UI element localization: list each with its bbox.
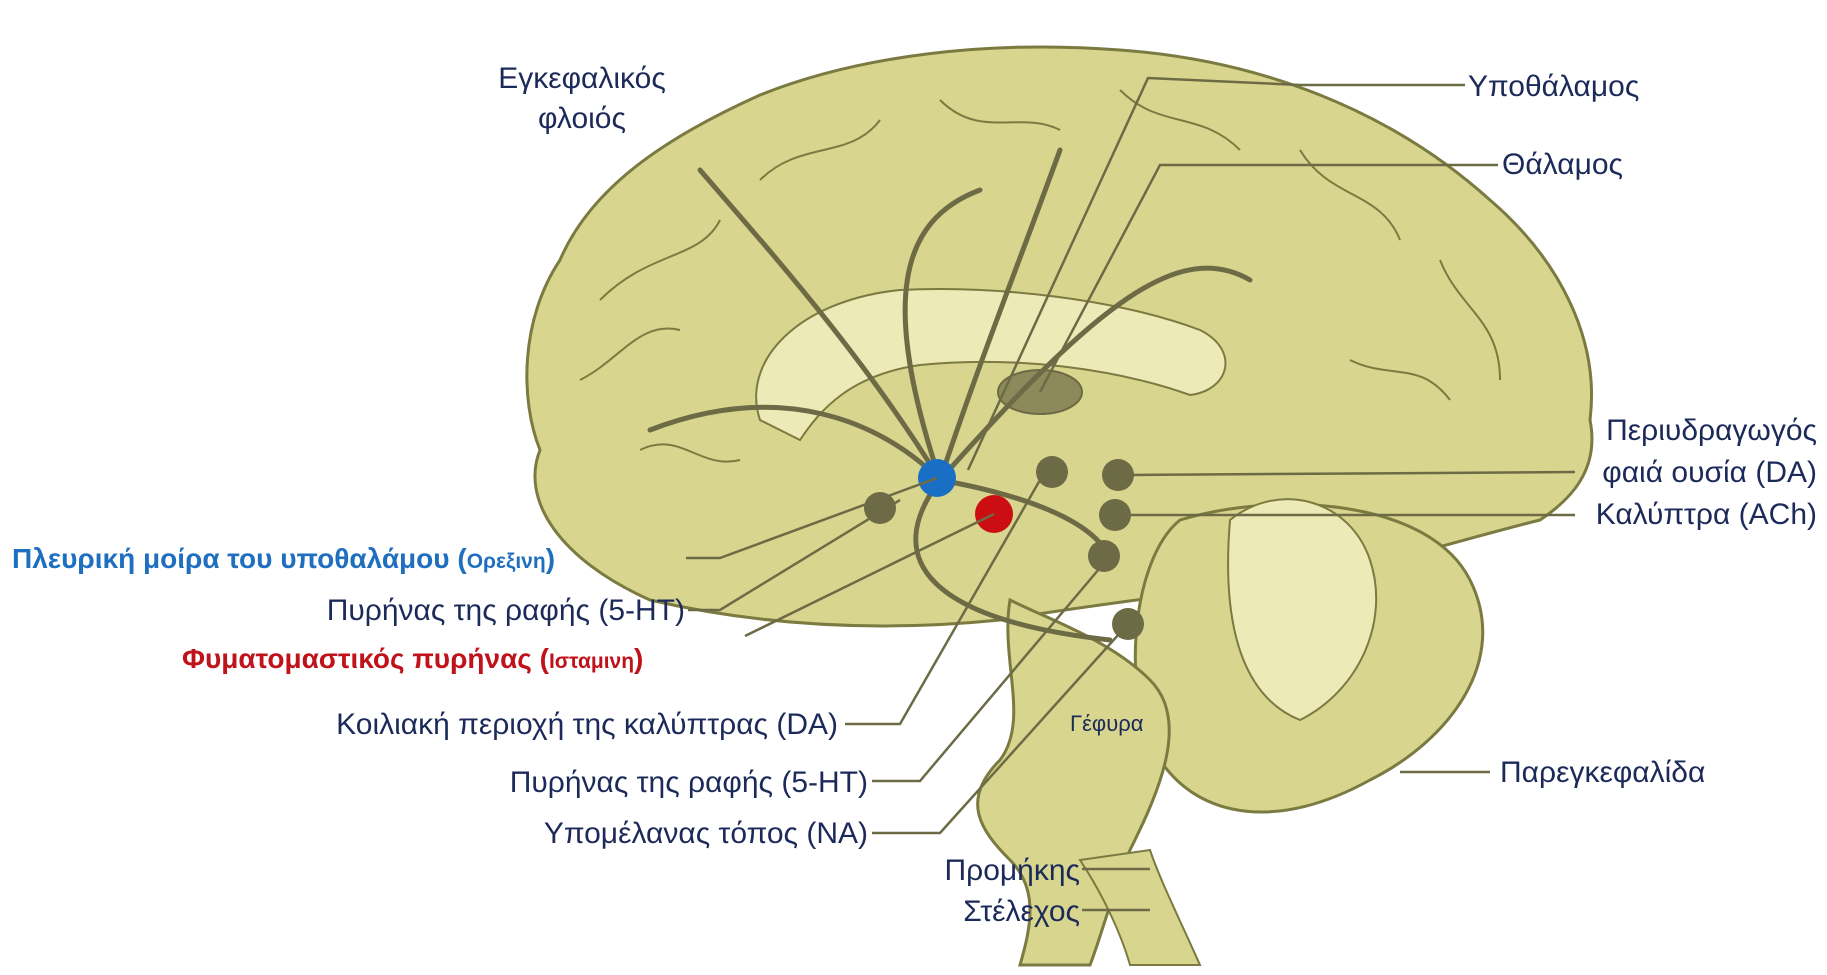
label-pons: Γέφυρα <box>1070 711 1144 736</box>
label-lateral-hypothalamus: Πλευρική μοίρα του υποθαλάμου (Ορεξινη) <box>12 543 555 574</box>
label-cortex-2: φλοιός <box>538 102 626 135</box>
label-locus-coeruleus: Υπομέλανας τόπος (NA) <box>544 817 868 850</box>
label-cerebellum: Παρεγκεφαλίδα <box>1500 756 1705 789</box>
label-hypothalamus: Υποθάλαμος <box>1468 70 1639 103</box>
label-pag-2: φαιά ουσία (DA) <box>1602 456 1817 489</box>
label-thalamus: Θάλαμος <box>1502 148 1623 181</box>
label-stem: Στέλεχος <box>963 895 1080 928</box>
nucleus-tectum <box>1099 499 1131 531</box>
label-tuberomammillary: Φυματομαστικός πυρήνας (Ισταμινη) <box>182 643 643 674</box>
label-tectum: Καλύπτρα (ACh) <box>1596 498 1817 531</box>
nucleus-raphe <box>1088 540 1120 572</box>
label-raphe-1: Πυρήνας της ραφής (5-HT) <box>327 594 685 627</box>
label-raphe-2: Πυρήνας της ραφής (5-HT) <box>510 766 868 799</box>
label-pag-1: Περιυδραγωγός <box>1606 414 1817 447</box>
label-cortex-1: Εγκεφαλικός <box>498 62 666 95</box>
label-medulla: Προμήκης <box>944 854 1080 887</box>
nucleus-vta <box>1036 456 1068 488</box>
label-vta: Κοιλιακή περιοχή της καλύπτρας (DA) <box>336 708 838 741</box>
